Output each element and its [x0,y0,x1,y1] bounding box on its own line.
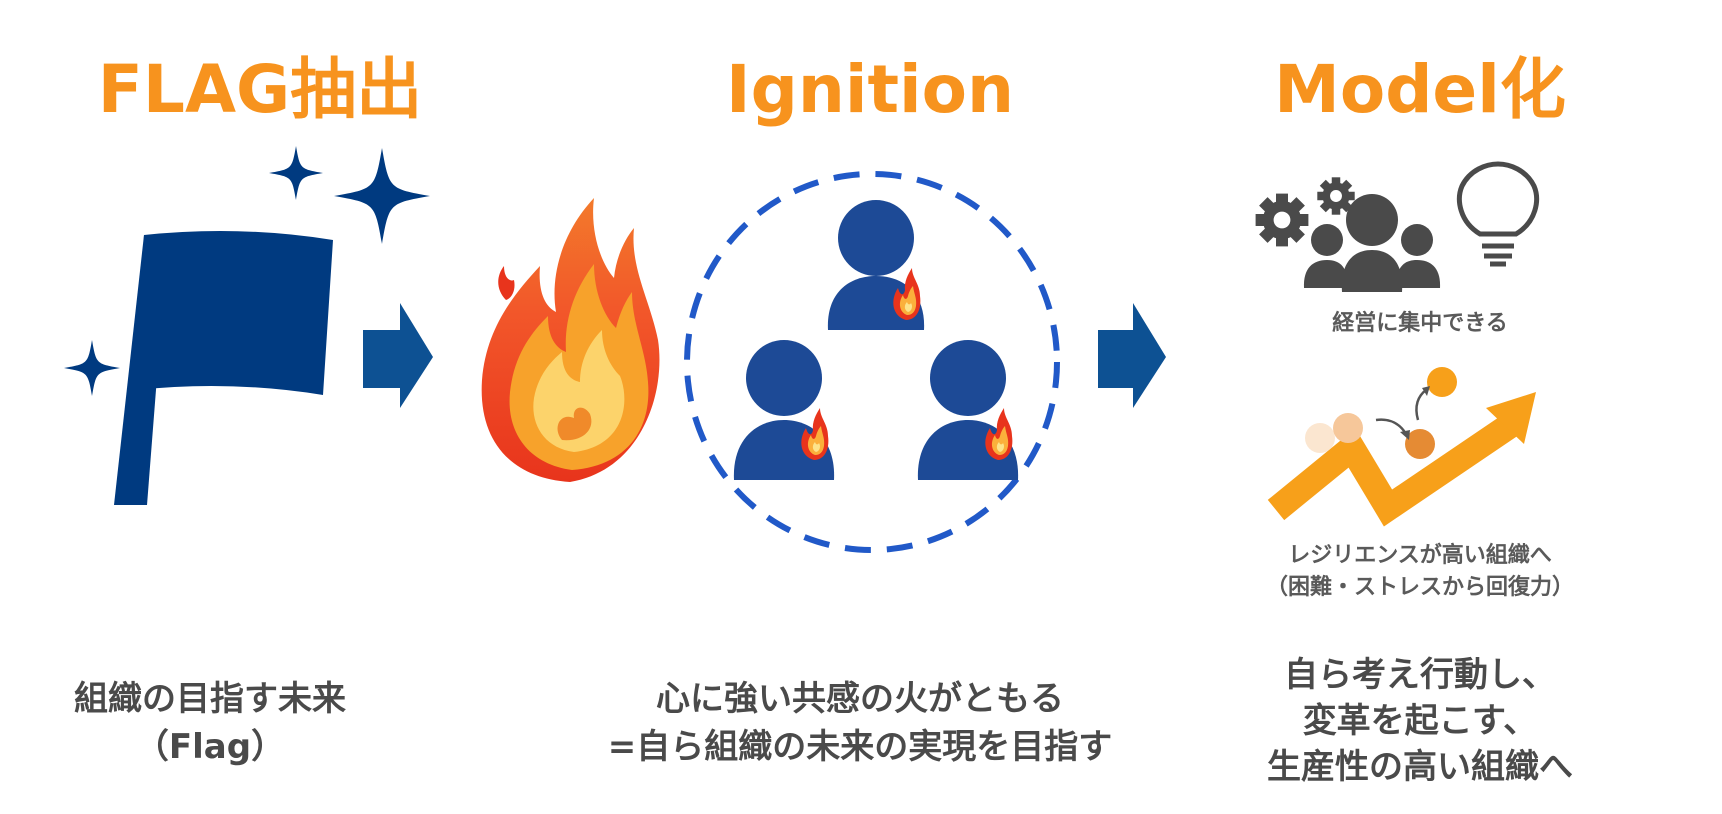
caption-model-line3: 生産性の高い組織へ [1267,747,1573,787]
arrow-right-icon [363,303,433,408]
label-focus-management: 経営に集中できる [1332,311,1508,336]
caption-flag: 組織の目指す未来 （Flag） [20,675,400,771]
caption-model-line2: 変革を起こす、 [1302,701,1538,741]
team-circle [684,171,1060,553]
arrow-right-icon [1098,303,1166,408]
caption-ignition-line1: 心に強い共感の火がともる [656,679,1064,719]
caption-flag-line1: 組織の目指す未来 [74,679,346,719]
label-resilience: レジリエンスが高い組織へ （困難・ストレスから回復力） [1220,540,1620,604]
caption-ignition-line2: =自ら組織の未来の実現を目指す [607,727,1113,767]
caption-model-line1: 自ら考え行動し、 [1284,655,1556,695]
flag-icon [114,231,333,505]
progress-dots-icon [1305,367,1457,459]
caption-model: 自ら考え行動し、 変革を起こす、 生産性の高い組織へ [1200,652,1640,790]
flame-icon [481,198,660,482]
label-resilience-line2: （困難・ストレスから回復力） [1265,575,1574,600]
person-icon [827,200,925,330]
caption-ignition: 心に強い共感の火がともる =自ら組織の未来の実現を目指す [540,675,1180,771]
title-ignition: Ignition [726,51,1014,128]
growth-arrow-icon [1267,392,1536,527]
label-resilience-line1: レジリエンスが高い組織へ [1288,543,1552,568]
title-flag-extraction: FLAG抽出 [97,51,423,128]
title-modeling: Model化 [1274,51,1566,128]
caption-flag-line2: （Flag） [134,727,286,767]
person-icon [733,340,835,480]
team-icon [1303,194,1441,292]
light-bulb-icon [1456,161,1540,267]
person-icon [917,340,1019,480]
